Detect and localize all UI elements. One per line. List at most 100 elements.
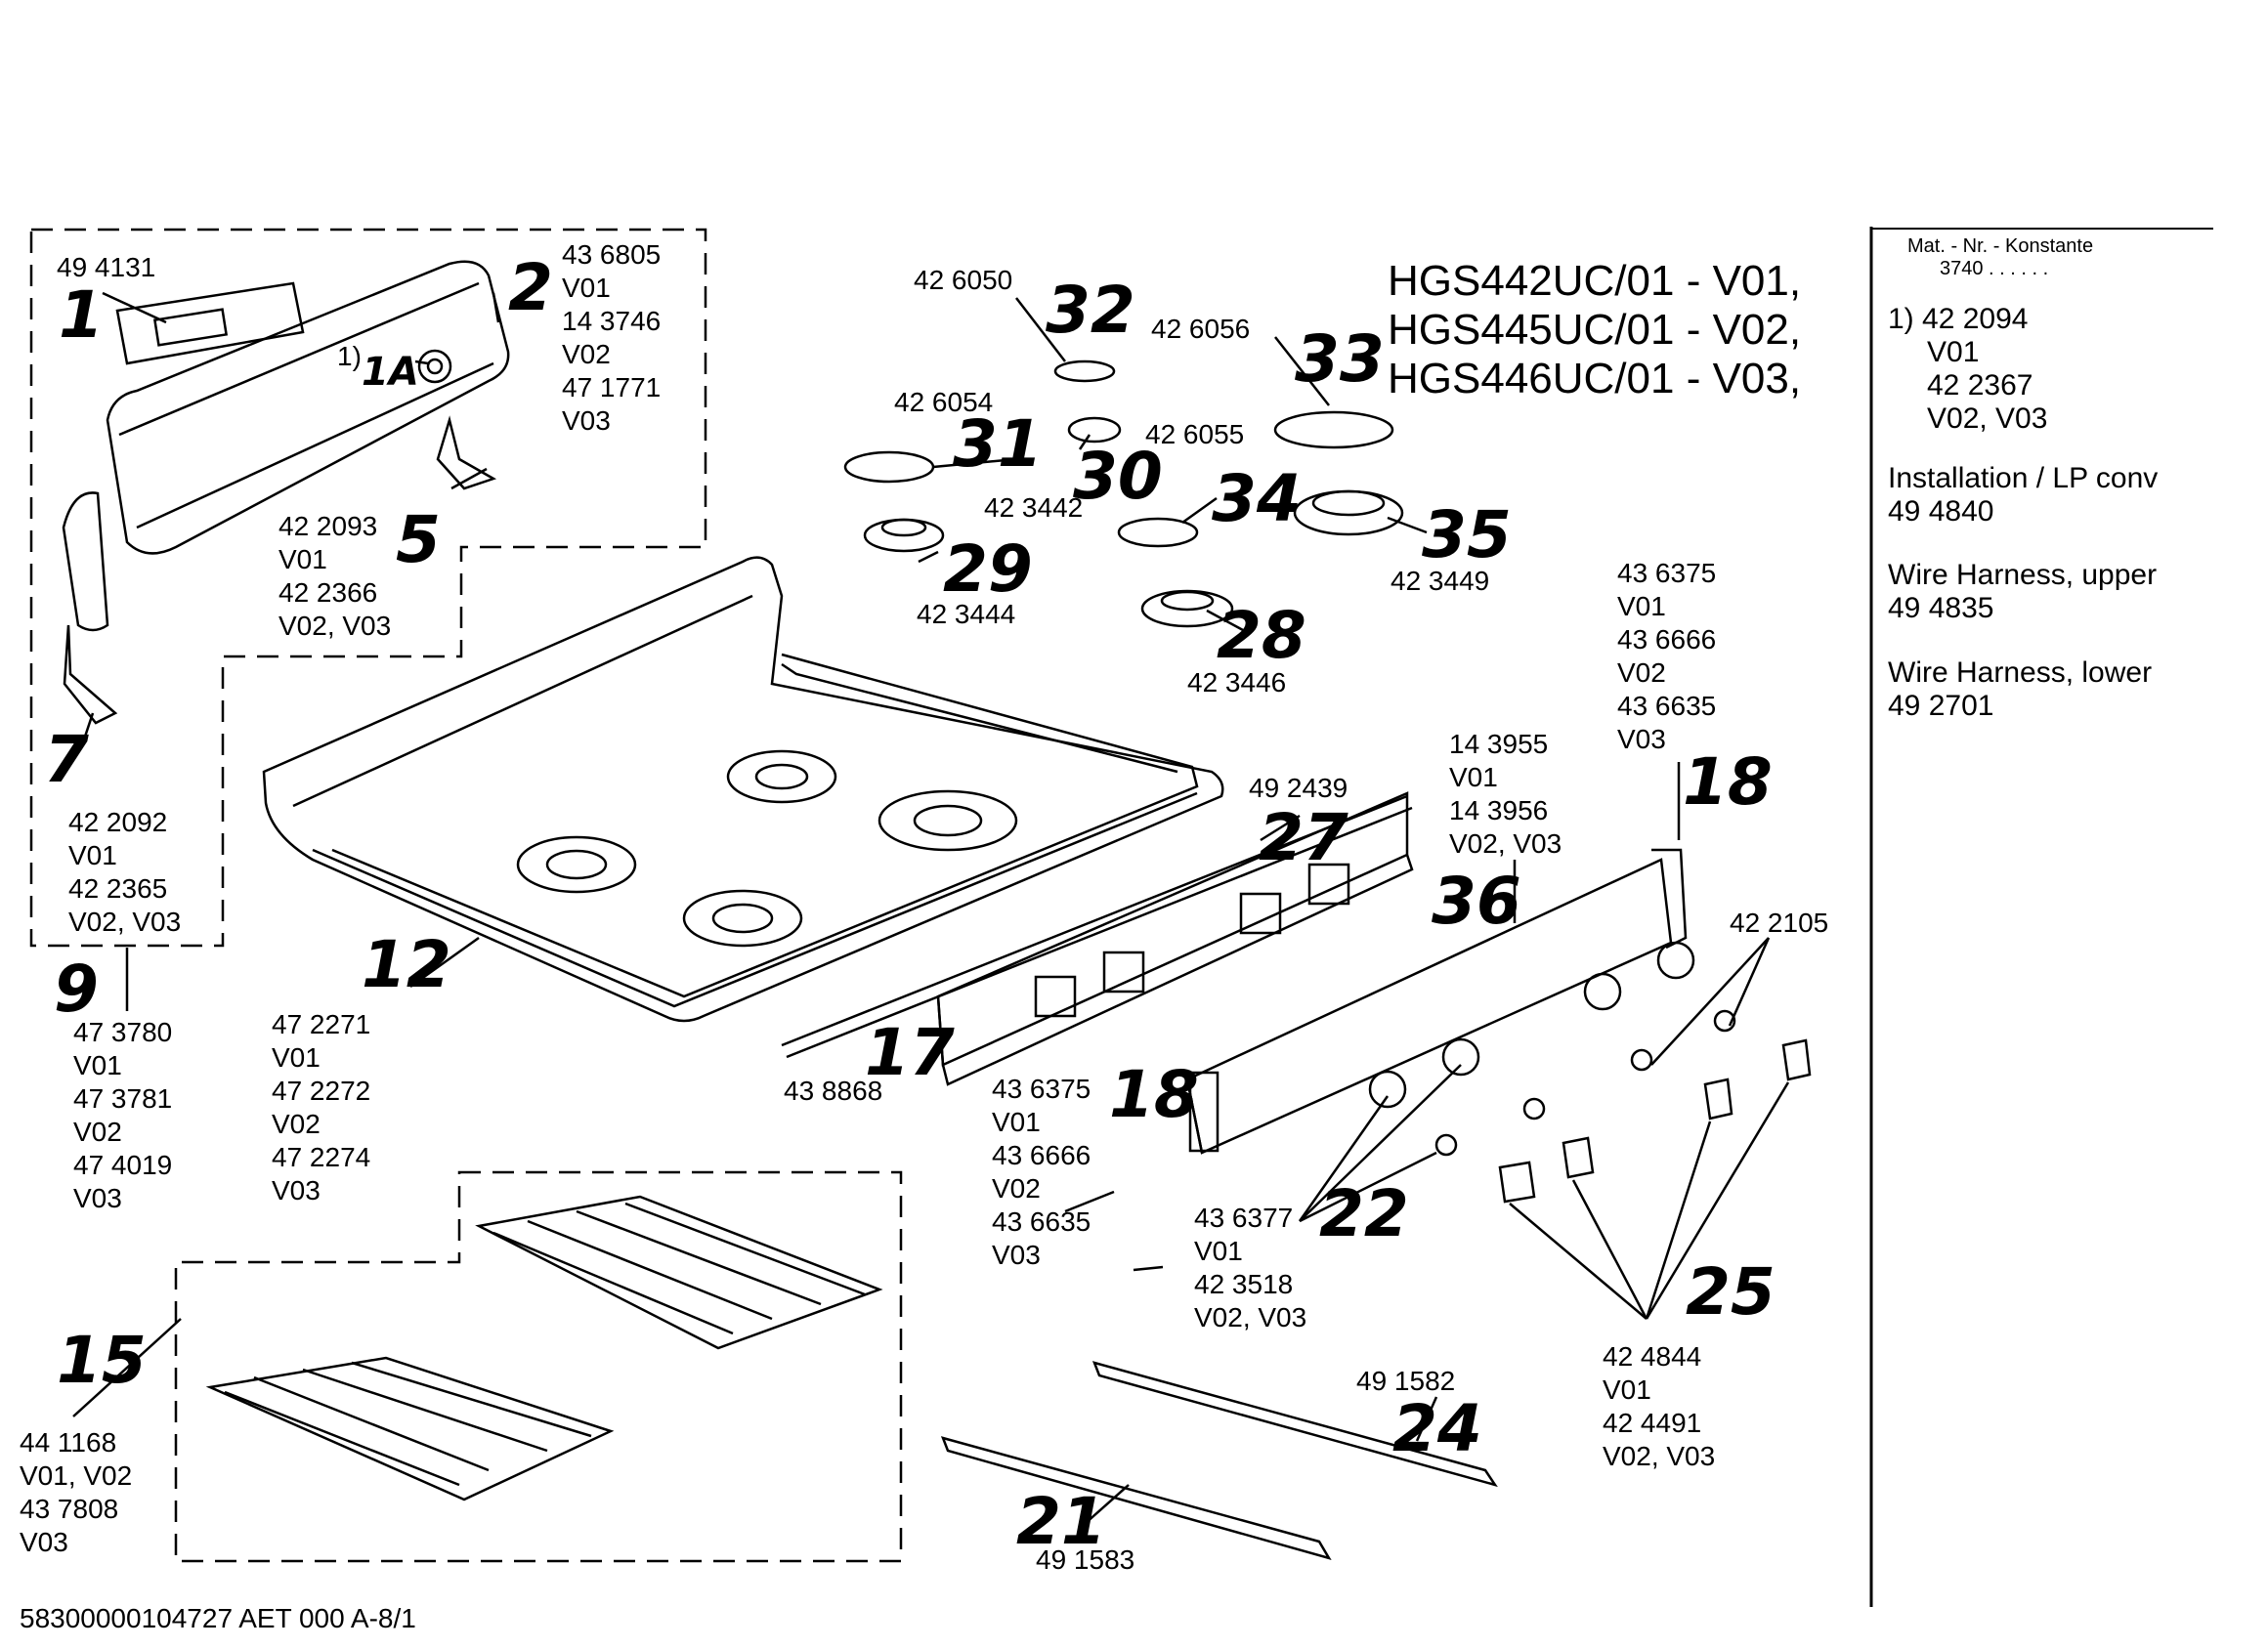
part-label-18l-2: V01	[992, 1107, 1041, 1137]
part-label-2-5: 47 1771	[562, 372, 662, 402]
part-label-34: 42 6055	[1145, 419, 1245, 449]
sidebar-entry-3-line-2: 49 4835	[1888, 592, 1994, 624]
callout-18-left: 18	[1109, 1057, 1199, 1132]
part-label-18r-6: V03	[1617, 724, 1666, 754]
callout-2: 2	[508, 250, 553, 325]
part-label-9-4: V02	[73, 1117, 122, 1147]
sidebar-entry-1-line-2: V01	[1927, 336, 1980, 368]
part-label-2-4: V02	[562, 339, 611, 369]
part-label-7-3: 42 2365	[68, 873, 168, 904]
part-label-25-3: 42 4491	[1603, 1408, 1702, 1438]
sidebar-entry-2-line-2: 49 4840	[1888, 495, 1994, 528]
part-label-9-2: V01	[73, 1050, 122, 1080]
part-label-9-6: V03	[73, 1183, 122, 1213]
callout-1: 1	[59, 277, 104, 353]
callout-31: 31	[953, 406, 1043, 482]
part-label-30: 42 3442	[984, 492, 1084, 523]
sidebar-entry-1-line-1: 1) 42 2094	[1888, 303, 2029, 335]
callout-29: 29	[943, 531, 1033, 607]
part-label-18l-3: 43 6666	[992, 1140, 1091, 1170]
model-line-2: HGS445UC/01 - V02,	[1388, 306, 1802, 354]
part-label-7-2: V01	[68, 840, 117, 870]
callout-33: 33	[1295, 321, 1385, 397]
part-label-1: 49 4131	[57, 252, 156, 282]
part-label-18l-5: 43 6635	[992, 1206, 1091, 1237]
part-label-18l-4: V02	[992, 1173, 1041, 1204]
callout-27: 27	[1259, 800, 1348, 875]
part-label-2-6: V03	[562, 405, 611, 436]
part-label-18l-1: 43 6375	[992, 1074, 1091, 1104]
callout-7: 7	[44, 722, 89, 797]
callout-12: 12	[362, 927, 451, 1002]
part-label-32: 42 6050	[914, 265, 1013, 295]
part-label-29: 42 3444	[917, 599, 1016, 629]
part-label-36-4: V02, V03	[1449, 828, 1562, 859]
part-label-27: 49 2439	[1249, 773, 1348, 803]
part-label-42-2105: 42 2105	[1730, 908, 1829, 938]
part-label-17: 43 8868	[784, 1076, 883, 1106]
callout-34: 34	[1212, 461, 1302, 536]
part-label-9-5: 47 4019	[73, 1150, 173, 1180]
document-footer-code: 58300000104727 AET 000 A-8/1	[20, 1603, 416, 1633]
callout-5: 5	[396, 502, 441, 577]
callout-1a: 1A	[362, 350, 419, 395]
part-label-25-2: V01	[1603, 1374, 1651, 1405]
part-label-36-3: 14 3956	[1449, 795, 1549, 825]
part-label-18l-6: V03	[992, 1240, 1041, 1270]
callout-15: 15	[57, 1323, 147, 1398]
part-label-12-4: V02	[272, 1109, 321, 1139]
callout-18-right: 18	[1683, 744, 1773, 820]
sidebar-entry-3-line-1: Wire Harness, upper	[1888, 559, 2158, 591]
part-label-5-4: V02, V03	[278, 611, 392, 641]
callout-30: 30	[1073, 439, 1163, 514]
callout-35: 35	[1422, 497, 1512, 572]
part-label-7-1: 42 2092	[68, 807, 168, 837]
group-boundary-lines	[29, 228, 903, 1563]
callout-22: 22	[1319, 1176, 1409, 1251]
sidebar-entry-4-line-2: 49 2701	[1888, 690, 1994, 722]
part-label-33: 42 6056	[1151, 314, 1251, 344]
part-label-35: 42 3449	[1391, 566, 1490, 596]
callout-1a-ref: 1)	[337, 341, 362, 371]
sidebar-entry-4-line-1: Wire Harness, lower	[1888, 656, 2153, 689]
part-label-22-2: V01	[1194, 1236, 1243, 1266]
callout-17: 17	[865, 1015, 955, 1090]
part-label-31: 42 6054	[894, 387, 994, 417]
callout-21: 21	[1016, 1484, 1106, 1559]
part-label-22-3: 42 3518	[1194, 1269, 1294, 1299]
callout-28: 28	[1217, 598, 1306, 673]
part-label-7-4: V02, V03	[68, 907, 182, 937]
part-label-28: 42 3446	[1187, 667, 1287, 698]
part-label-25-4: V02, V03	[1603, 1441, 1716, 1471]
part-label-12-1: 47 2271	[272, 1009, 371, 1039]
sidebar-entry-1-line-4: V02, V03	[1927, 402, 2048, 435]
part-label-5-2: V01	[278, 544, 327, 574]
model-line-3: HGS446UC/01 - V03,	[1388, 355, 1802, 402]
sidebar-header-1: Mat. - Nr. - Konstante	[1907, 235, 2094, 257]
part-label-18r-3: 43 6666	[1617, 624, 1717, 655]
part-label-24: 49 1582	[1356, 1366, 1456, 1396]
part-label-9-1: 47 3780	[73, 1017, 173, 1047]
part-label-15-2: V01, V02	[20, 1460, 133, 1491]
part-label-15-1: 44 1168	[20, 1427, 117, 1458]
part-label-15-4: V03	[20, 1527, 68, 1557]
part-label-5-1: 42 2093	[278, 511, 378, 541]
sidebar-entry-1-line-3: 42 2367	[1927, 369, 2033, 402]
part-label-22-1: 43 6377	[1194, 1203, 1294, 1233]
callout-9: 9	[54, 951, 99, 1027]
part-label-22-4: V02, V03	[1194, 1302, 1307, 1332]
callout-32: 32	[1046, 273, 1135, 348]
part-label-2-1: 43 6805	[562, 239, 662, 270]
sidebar-header-2: 3740 . . . . . .	[1940, 258, 2049, 279]
part-label-15-3: 43 7808	[20, 1494, 119, 1524]
part-label-36-2: V01	[1449, 762, 1498, 792]
part-label-12-5: 47 2274	[272, 1142, 371, 1172]
callout-25: 25	[1686, 1254, 1776, 1330]
part-label-18r-2: V01	[1617, 591, 1666, 621]
part-label-21: 49 1583	[1036, 1544, 1135, 1575]
part-label-5-3: 42 2366	[278, 577, 378, 608]
sidebar-entry-2-line-1: Installation / LP conv	[1888, 462, 2159, 494]
part-label-12-3: 47 2272	[272, 1076, 371, 1106]
part-label-12-6: V03	[272, 1175, 321, 1205]
